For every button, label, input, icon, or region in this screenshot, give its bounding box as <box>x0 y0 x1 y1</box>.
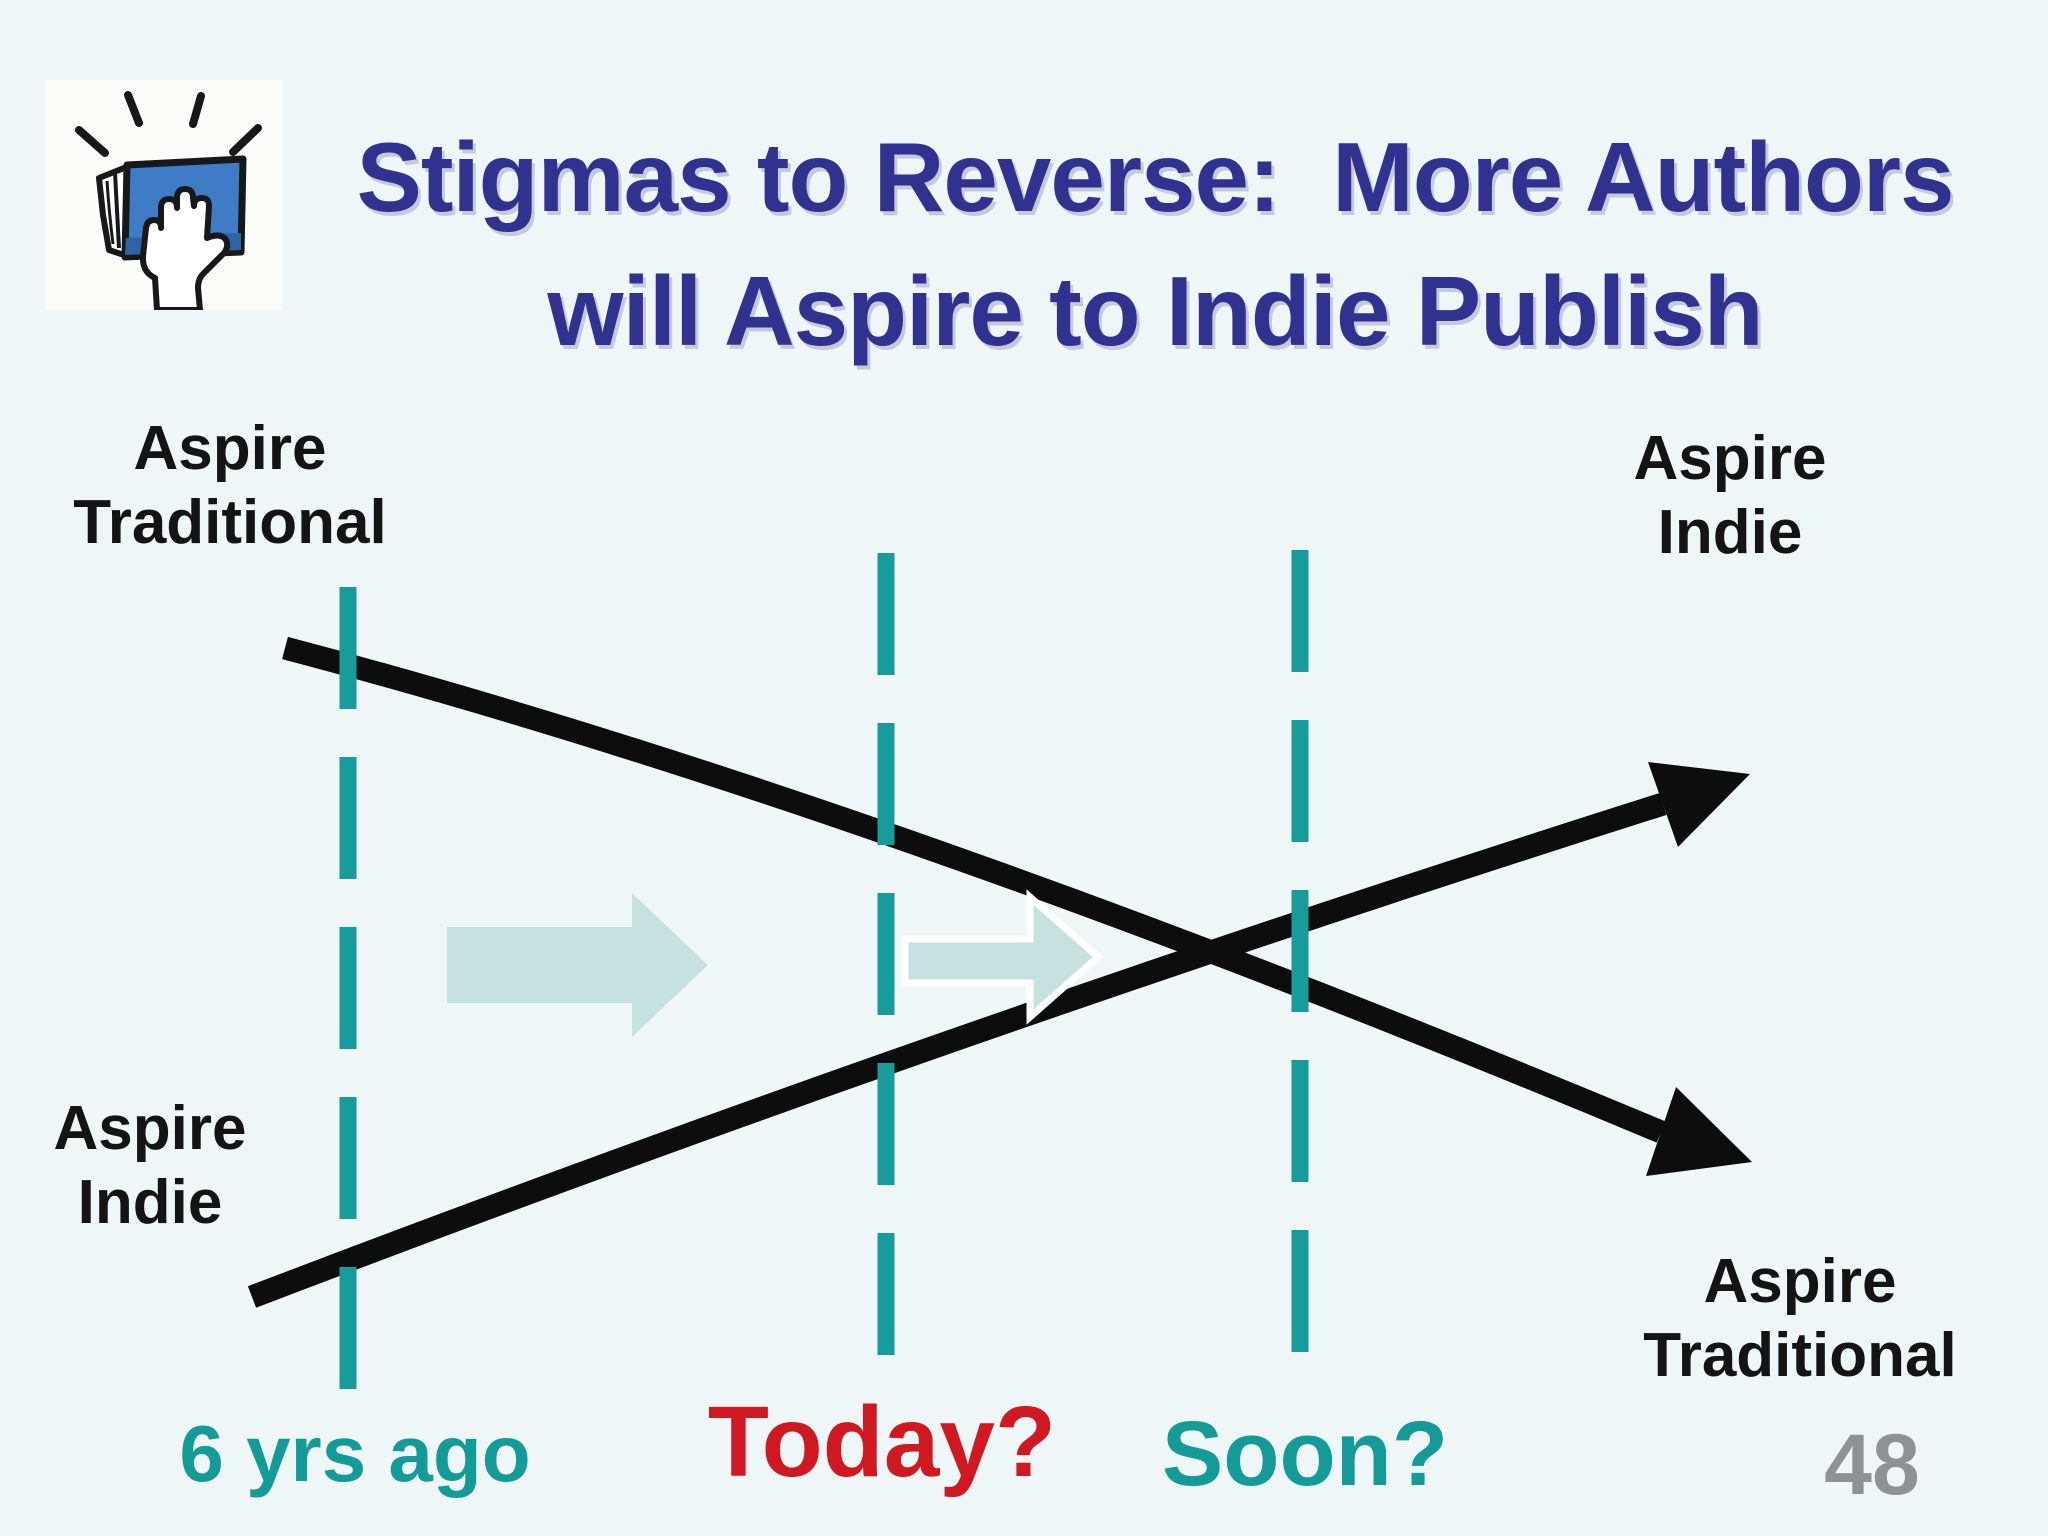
page-number: 48 <box>1824 1417 1920 1513</box>
label-bottom-left-line1: Aspire <box>53 1094 247 1163</box>
label-bottom-right: Aspire Traditional <box>1590 1245 2010 1393</box>
book-slam-icon-art <box>45 80 282 313</box>
label-top-right-line2: Indie <box>1657 498 1803 567</box>
title-line-2: will Aspire to Indie Publish <box>547 256 1763 366</box>
label-top-left: Aspire Traditional <box>20 412 440 560</box>
label-top-right-line1: Aspire <box>1633 424 1827 493</box>
title-line-1: Stigmas to Reverse: More Authors <box>356 122 1954 232</box>
slide-title: Stigmas to Reverse: More Authors will As… <box>320 110 1990 378</box>
arrowhead-rising-icon <box>1648 762 1750 847</box>
trend-line-aspire-traditional <box>282 636 1666 1143</box>
label-bottom-right-line2: Traditional <box>1643 1321 1957 1390</box>
emphasis-dashes-icon <box>75 91 262 157</box>
hand-icon <box>139 186 231 313</box>
trend-line-aspire-indie <box>247 793 1667 1308</box>
label-bottom-left-line2: Indie <box>77 1168 223 1237</box>
label-bottom-left: Aspire Indie <box>0 1092 300 1240</box>
block-arrow-left-icon <box>447 893 708 1037</box>
book-slam-icon <box>45 80 282 313</box>
label-bottom-right-line1: Aspire <box>1703 1247 1897 1316</box>
block-arrow-right-icon <box>901 889 1104 1025</box>
label-top-left-line1: Aspire <box>133 414 327 483</box>
timeline-label-today: Today? <box>707 1386 1057 1498</box>
timeline-label-soon: Soon? <box>1161 1403 1449 1505</box>
label-top-left-line2: Traditional <box>73 488 387 557</box>
arrowhead-declining-icon <box>1646 1087 1752 1176</box>
timeline-label-6-yrs-ago: 6 yrs ago <box>179 1409 531 1498</box>
label-top-right: Aspire Indie <box>1520 422 1940 570</box>
